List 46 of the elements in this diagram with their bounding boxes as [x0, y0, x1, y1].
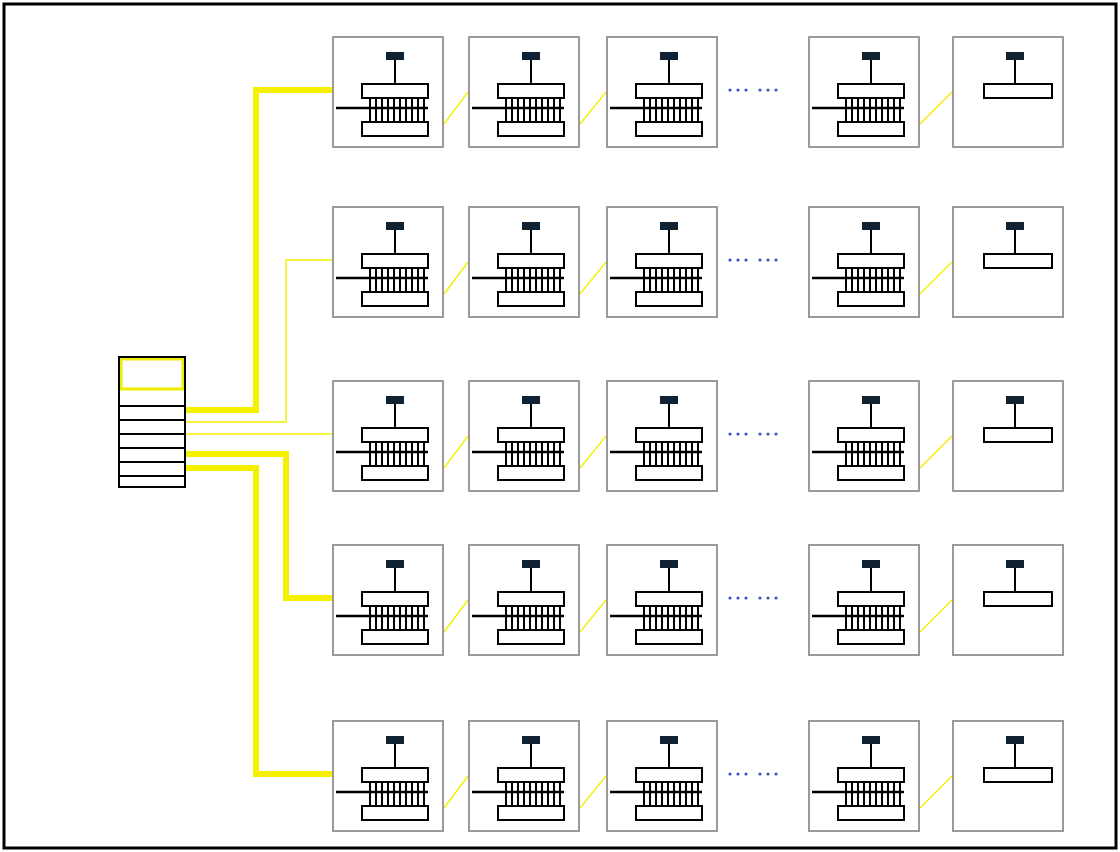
cabinet-box — [606, 36, 718, 148]
cabinet-box — [606, 206, 718, 318]
cable-line — [186, 87, 332, 413]
cable-line — [919, 261, 953, 295]
cable-line — [919, 91, 953, 125]
cable-line — [186, 465, 332, 777]
cabinet-box — [468, 206, 580, 318]
cabinet-box — [952, 544, 1064, 656]
cable-line — [579, 91, 607, 125]
cable-line — [186, 451, 332, 601]
cabinet-box — [332, 380, 444, 492]
cabinet-box — [952, 720, 1064, 832]
cabinet-box — [606, 380, 718, 492]
cabinet-box — [808, 380, 920, 492]
cable-line — [919, 435, 953, 469]
cable-line — [579, 435, 607, 469]
cable-line — [185, 259, 333, 423]
cabinet-box — [468, 380, 580, 492]
cabinet-box — [808, 36, 920, 148]
cabinet-box — [952, 36, 1064, 148]
cabinet-box — [606, 720, 718, 832]
cable-line — [579, 775, 607, 809]
cable-line — [443, 435, 469, 469]
cable-line — [185, 433, 333, 435]
cabinet-box — [808, 544, 920, 656]
cabinet-box — [332, 720, 444, 832]
cable-line — [919, 775, 953, 809]
cable-line — [443, 599, 469, 633]
cabinet-box — [952, 206, 1064, 318]
cabinet-box — [808, 206, 920, 318]
cable-line — [443, 91, 469, 125]
cabinet-box — [332, 36, 444, 148]
cabinet-box — [606, 544, 718, 656]
cabinet-box — [332, 544, 444, 656]
cabinet-box — [468, 544, 580, 656]
cable-line — [919, 599, 953, 633]
cable-line — [443, 775, 469, 809]
cable-line — [443, 261, 469, 295]
cabinet-box — [468, 36, 580, 148]
cable-line — [579, 599, 607, 633]
cable-line — [579, 261, 607, 295]
cabinet-box — [468, 720, 580, 832]
switch-panel — [118, 356, 186, 488]
cabinet-box — [332, 206, 444, 318]
cabinet-box — [952, 380, 1064, 492]
cabinet-box — [808, 720, 920, 832]
